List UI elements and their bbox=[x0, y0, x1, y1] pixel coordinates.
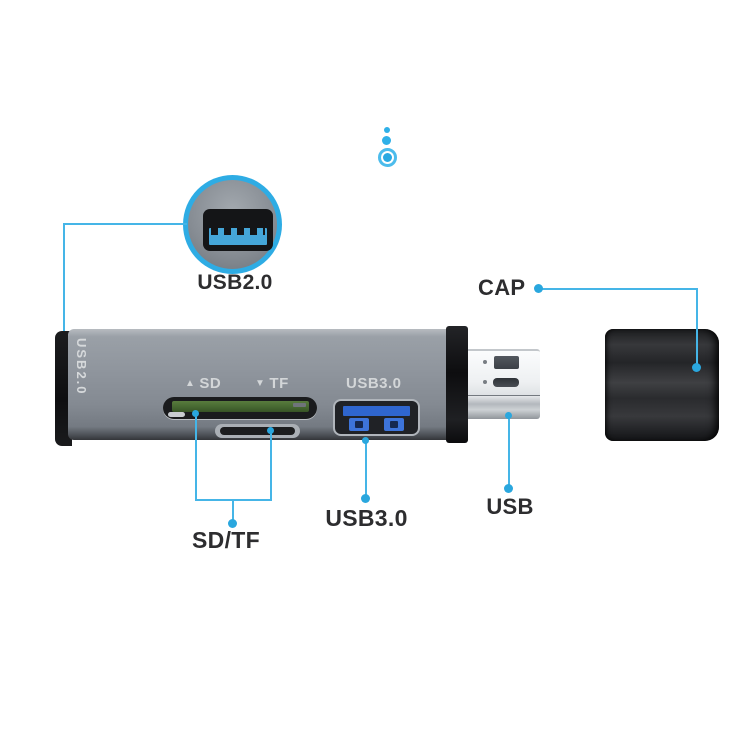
tf-marking: ▼TF bbox=[255, 375, 289, 392]
sd-slot-notch bbox=[168, 412, 185, 417]
sd-card bbox=[172, 401, 309, 412]
cap-callout-line-h bbox=[540, 288, 698, 290]
usb-label: USB bbox=[486, 494, 534, 519]
usb3-callout-line bbox=[365, 441, 367, 498]
usb-callout-line bbox=[508, 417, 510, 488]
device-side-marking: USB2.0 bbox=[74, 338, 89, 396]
tf-card-slot bbox=[215, 424, 300, 438]
usb2-callout-label: USB2.0 bbox=[197, 271, 273, 294]
sd-callout-dot bbox=[192, 410, 199, 417]
sdtf-label: SD/TF bbox=[192, 527, 260, 553]
protective-cap bbox=[605, 329, 719, 441]
device-left-end-cap bbox=[55, 331, 72, 446]
cap-label: CAP bbox=[478, 275, 526, 300]
sd-card-contact bbox=[293, 403, 306, 407]
decoration-dot-medium bbox=[382, 136, 391, 145]
usb2-zoom-background bbox=[188, 180, 277, 269]
sd-callout-line bbox=[195, 415, 197, 501]
sdtf-callout-dot bbox=[228, 519, 237, 528]
usb3-port-contact bbox=[349, 418, 369, 431]
sd-card-slot bbox=[163, 397, 317, 419]
usb-plug-pin bbox=[483, 360, 487, 364]
tf-callout-line bbox=[270, 431, 272, 501]
decoration-dot-small bbox=[384, 127, 390, 133]
usb3-callout-dot bbox=[361, 494, 370, 503]
usb3-port-contact bbox=[384, 418, 404, 431]
cap-callout-dot bbox=[534, 284, 543, 293]
sd-triangle-icon: ▲ bbox=[185, 378, 196, 389]
usb3-label: USB3.0 bbox=[325, 505, 408, 531]
device-right-collar bbox=[446, 326, 468, 443]
tf-callout-dot bbox=[267, 427, 274, 434]
usb2-zoom-callout bbox=[183, 175, 282, 274]
device-body: USB2.0 ▲SD ▼TF USB3.0 bbox=[68, 329, 450, 440]
decoration-ring bbox=[378, 148, 397, 167]
usb3-callout-dot-top bbox=[362, 437, 369, 444]
cap-callout-line-v bbox=[696, 288, 698, 368]
usb-plug-hole bbox=[494, 356, 519, 369]
tf-triangle-icon: ▼ bbox=[255, 378, 266, 389]
usb3-port-tongue bbox=[343, 406, 410, 416]
sdtf-stem-line bbox=[232, 499, 234, 522]
usb2-callout-line-v bbox=[63, 223, 65, 374]
usb-callout-dot bbox=[504, 484, 513, 493]
cap-callout-dot-end bbox=[692, 363, 701, 372]
usb-plug-base bbox=[468, 395, 540, 419]
usb2-callout-line-h bbox=[63, 223, 187, 225]
usb-plug-shell bbox=[468, 349, 540, 397]
usb-plug-pin bbox=[483, 380, 487, 384]
usb2-port-icon bbox=[203, 209, 273, 251]
usb-callout-dot-top bbox=[505, 412, 512, 419]
usb-plug-hole bbox=[493, 378, 519, 387]
sd-marking: ▲SD bbox=[185, 375, 222, 392]
usb3-port bbox=[333, 399, 420, 436]
usb3-marking: USB3.0 bbox=[346, 375, 402, 392]
